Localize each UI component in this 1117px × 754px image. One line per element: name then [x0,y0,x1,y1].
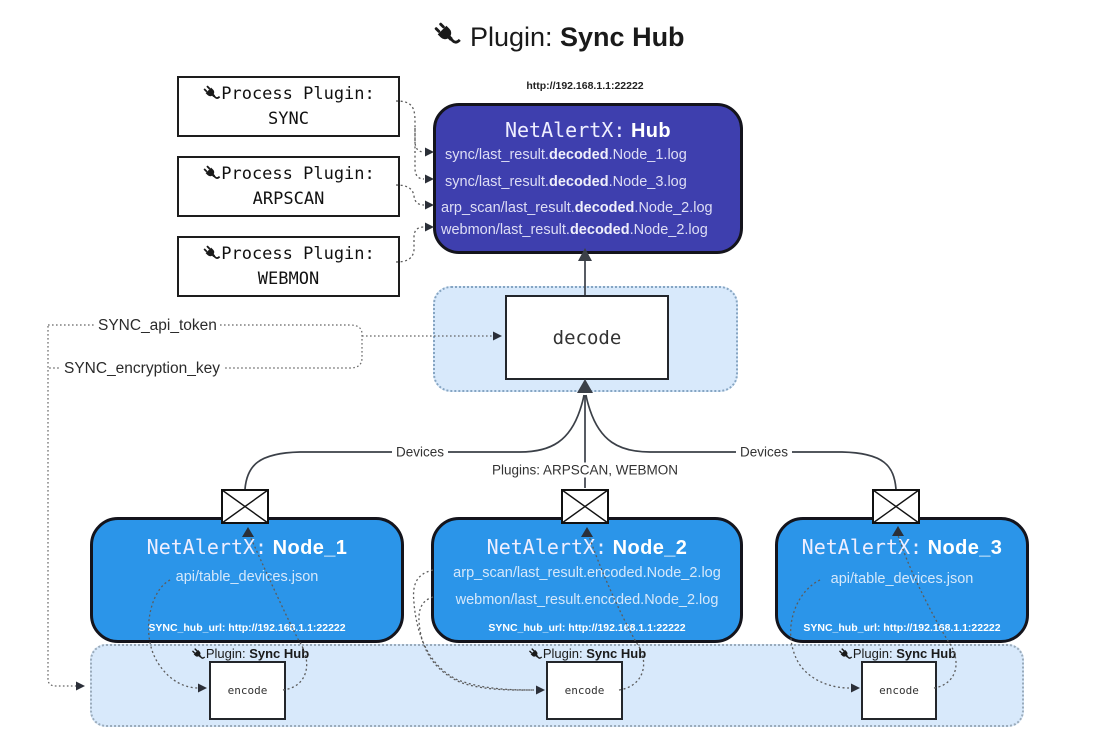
title-prefix: Plugin: [469,22,553,52]
process-plugin-name: ARPSCAN [252,189,325,209]
encode-box: encode [861,661,937,720]
node-title: NetAlertX: Node_3 [801,535,1003,559]
encode-box: encode [546,661,623,720]
process-plugin-label: Process Plugin: [221,164,375,184]
node-box-node2: NetAlertX: Node_2 arp_scan/last_result.e… [431,517,743,643]
plugins-edge-label: Plugins: ARPSCAN, WEBMON [487,462,683,478]
plug-icon [203,85,221,99]
node-hub-url: SYNC_hub_url: http://192.168.1.1:22222 [148,622,346,634]
process-plugin-name: SYNC [268,109,309,129]
node-title: NetAlertX: Node_1 [146,535,348,559]
decode-box: decode [505,295,669,380]
plug-icon [192,648,206,659]
page-title: Plugin: Sync Hub [0,20,1117,53]
hub-log-line: webmon/last_result.decoded.Node_2.log [441,222,708,238]
envelope-icon [872,489,920,524]
process-plugin-box-arpscan: Process Plugin: ARPSCAN [177,156,400,217]
encoder-plugin-label: Plugin: Sync Hub [191,646,309,662]
devices-right-label: Devices [735,444,793,460]
envelope-icon [561,489,609,524]
encode-box: encode [209,661,286,720]
encoder-plugin-label: Plugin: Sync Hub [528,646,646,662]
hub-box: NetAlertX: Hub sync/last_result.decoded.… [433,103,743,254]
hub-url: http://192.168.1.1:22222 [526,80,644,92]
hub-log-line: sync/last_result.decoded.Node_3.log [445,174,687,190]
hub-log-line: sync/last_result.decoded.Node_1.log [445,147,687,163]
encoder-plugin-label: Plugin: Sync Hub [838,646,956,662]
node-hub-url: SYNC_hub_url: http://192.168.1.1:22222 [803,622,1001,634]
process-plugin-box-sync: Process Plugin: SYNC [177,76,400,137]
devices-left-label: Devices [391,444,449,460]
title-name: Sync Hub [560,22,685,52]
plug-icon [435,22,462,44]
envelope-icon [221,489,269,524]
process-plugin-label: Process Plugin: [221,84,375,104]
node-file: api/table_devices.json [175,569,319,585]
sync-encryption-key-label: SYNC_encryption_key [61,360,223,378]
process-plugin-name: WEBMON [257,269,320,289]
plug-icon [203,245,221,259]
hub-title-prefix: NetAlertX: [504,118,626,142]
node-title: NetAlertX: Node_2 [486,535,688,559]
plug-icon [203,165,221,179]
sync-api-token-label: SYNC_api_token [95,317,220,335]
plug-icon [839,648,853,659]
node-hub-url: SYNC_hub_url: http://192.168.1.1:22222 [488,622,686,634]
hub-title: NetAlertX: Hub [436,118,740,143]
process-plugin-box-webmon: Process Plugin: WEBMON [177,236,400,297]
node-box-node1: NetAlertX: Node_1 api/table_devices.json… [90,517,404,643]
node-file: arp_scan/last_result.encoded.Node_2.log [453,565,721,581]
hub-title-name: Hub [630,120,672,142]
hub-log-line: arp_scan/last_result.decoded.Node_2.log [441,200,713,216]
node-box-node3: NetAlertX: Node_3 api/table_devices.json… [775,517,1029,643]
process-plugin-label: Process Plugin: [221,244,375,264]
node-file: webmon/last_result.encoded.Node_2.log [455,592,719,608]
node-file: api/table_devices.json [830,571,974,587]
plug-icon [529,648,543,659]
